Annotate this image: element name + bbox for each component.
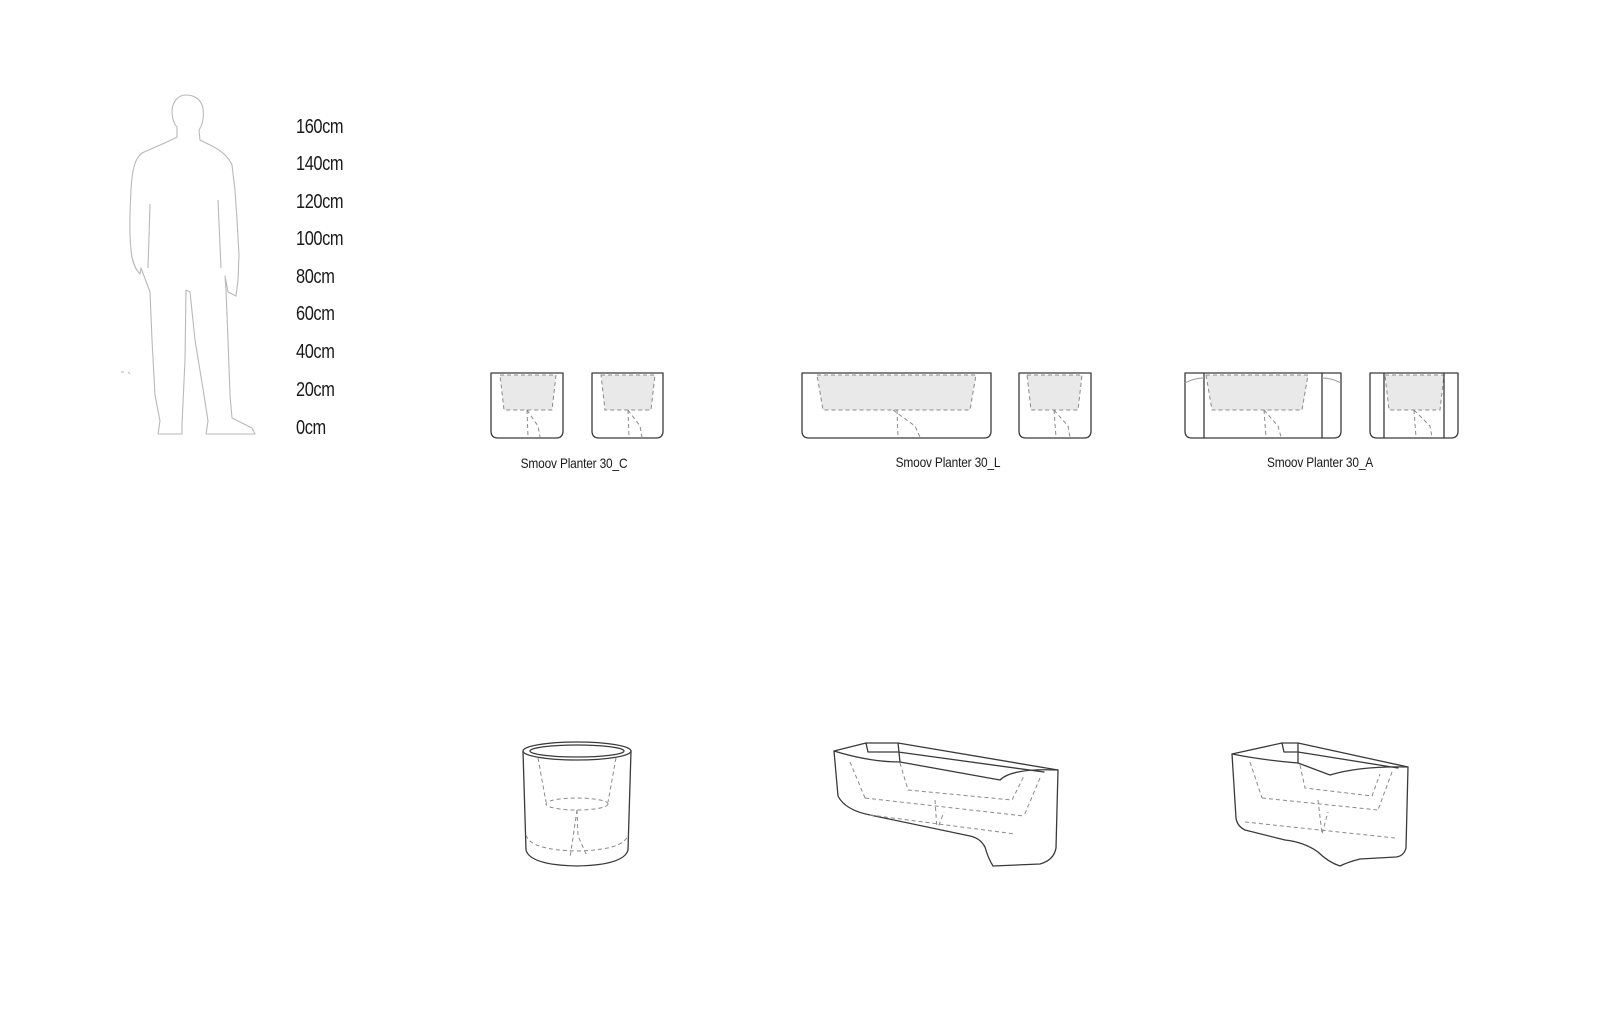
scale-label-60: 60cm [296, 303, 335, 325]
planter-30l-side-elevation [1018, 372, 1092, 439]
planter-30l-front-elevation [801, 372, 992, 439]
scale-label-20: 20cm [296, 379, 335, 401]
product-label-30l: Smoov Planter 30_L [895, 454, 1001, 470]
scale-label-40: 40cm [296, 341, 335, 363]
scale-label-160: 160cm [296, 116, 344, 138]
scale-label-100: 100cm [296, 228, 344, 250]
product-label-30c: Smoov Planter 30_C [520, 455, 628, 471]
planter-30a-side-elevation [1369, 372, 1459, 439]
scale-label-0: 0cm [296, 417, 326, 439]
scale-label-140: 140cm [296, 153, 344, 175]
scale-label-80: 80cm [296, 266, 335, 288]
scale-label-120: 120cm [296, 191, 344, 213]
planter-30c-front-elevation [490, 372, 564, 439]
planter-30c-perspective [522, 741, 632, 867]
product-label-30a: Smoov Planter 30_A [1266, 454, 1374, 470]
planter-30c-side-elevation [591, 372, 664, 439]
human-silhouette [121, 94, 256, 435]
planter-30a-front-elevation [1184, 372, 1342, 439]
planter-30l-perspective [833, 742, 1059, 867]
planter-30a-perspective [1231, 742, 1409, 867]
